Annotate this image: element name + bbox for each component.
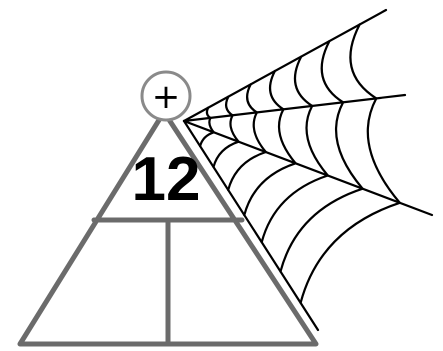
web-radial-thread xyxy=(184,121,318,330)
web-spiral-thread xyxy=(368,98,400,202)
web-spiral-thread xyxy=(207,108,211,118)
operation-badge: + xyxy=(142,72,190,120)
web-spiral-thread xyxy=(301,203,400,303)
spider-web-icon xyxy=(184,10,432,330)
web-spiral-thread xyxy=(350,24,376,98)
plus-icon: + xyxy=(152,77,181,117)
web-spiral-thread xyxy=(295,57,312,106)
web-spiral-thread xyxy=(200,132,214,146)
web-spiral-thread xyxy=(307,106,328,176)
web-radial-thread xyxy=(184,10,386,121)
web-spiral-thread xyxy=(262,176,328,243)
web-spiral-thread xyxy=(244,163,295,215)
web-spiral-thread xyxy=(214,142,239,167)
web-spiral-thread xyxy=(336,102,363,188)
web-spiral-thread xyxy=(226,97,233,116)
web-spiral-thread xyxy=(270,71,283,109)
web-spiral-thread xyxy=(247,84,257,112)
web-spiral-thread xyxy=(230,115,238,141)
web-spiral-thread xyxy=(279,109,296,163)
web-spiral-thread xyxy=(322,41,343,102)
web-spiral-thread xyxy=(254,112,266,152)
top-number: 12 xyxy=(132,145,201,214)
